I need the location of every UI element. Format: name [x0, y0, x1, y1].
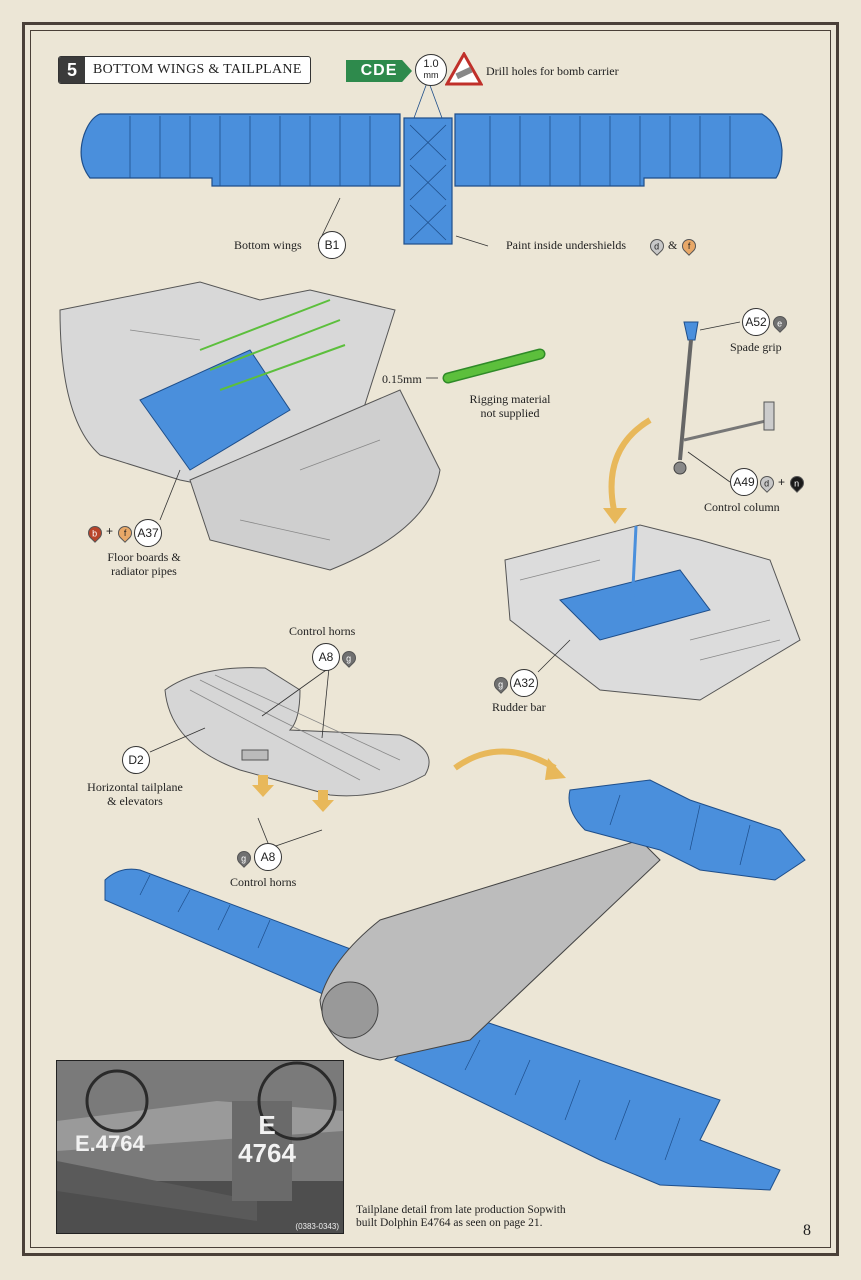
- tailplane-grey-illustration: [149, 667, 430, 849]
- floor-boards-line1: Floor boards &: [107, 550, 181, 564]
- step-title: BOTTOM WINGS & TAILPLANE: [93, 62, 302, 77]
- tailplane-line1: Horizontal tailplane: [87, 780, 183, 794]
- drill-warning-icon: [445, 52, 483, 86]
- control-column-illustration: [673, 321, 775, 483]
- part-d2: D2: [122, 746, 150, 774]
- step-number: 5: [59, 57, 85, 83]
- fuselage-assembly-illustration: [104, 779, 806, 1191]
- paint-inside-label: Paint inside undershields: [506, 238, 626, 252]
- bottom-wings-topview: [80, 79, 783, 247]
- control-column-label: Control column: [704, 500, 780, 514]
- plus-sign: +: [778, 475, 786, 489]
- photo-serial: E 4764: [238, 1110, 296, 1168]
- rigging-rod-icon: [426, 348, 546, 384]
- cockpit-wing-illustration: [504, 524, 801, 701]
- page-number: 8: [803, 1222, 811, 1239]
- tailplane-line2: & elevators: [107, 794, 163, 808]
- drill-size-badge: 1.0 mm: [415, 54, 447, 86]
- control-horns-top-label: Control horns: [289, 624, 356, 638]
- floor-assembly-illustration: [59, 281, 441, 571]
- rigging-note: Rigging material not supplied: [450, 392, 570, 420]
- photo-caption: Tailplane detail from late production So…: [356, 1204, 626, 1230]
- part-b1: B1: [318, 231, 346, 259]
- part-a8-bottom: A8: [254, 843, 282, 871]
- step-header: 5 BOTTOM WINGS & TAILPLANE: [58, 56, 311, 84]
- rigging-size: 0.15mm: [382, 372, 422, 386]
- arrow-icon: [608, 417, 652, 516]
- photo-image: [57, 1061, 343, 1233]
- drill-size-unit: mm: [423, 70, 439, 80]
- floor-boards-line2: radiator pipes: [111, 564, 177, 578]
- caption-line1: Tailplane detail from late production So…: [356, 1204, 566, 1216]
- page-frame-inner: [30, 30, 831, 1248]
- caption-line2: built Dolphin E4764 as seen on page 21.: [356, 1217, 543, 1229]
- arrow-head-icon: [545, 758, 566, 780]
- rigging-note-line2: not supplied: [480, 406, 540, 420]
- part-a52: A52: [742, 308, 770, 336]
- photo-serial-fuselage: E.4764: [75, 1131, 145, 1156]
- part-a32: A32: [510, 669, 538, 697]
- amp-label: &: [668, 238, 678, 252]
- part-a8-top: A8: [312, 643, 340, 671]
- rigging-note-line1: Rigging material: [469, 392, 551, 406]
- rudder-bar-label: Rudder bar: [492, 700, 546, 714]
- spade-grip-label: Spade grip: [730, 340, 782, 354]
- variant-tag: CDE: [346, 60, 412, 82]
- drill-size-value: 1.0: [423, 58, 439, 70]
- part-a37: A37: [134, 519, 162, 547]
- photo-ref: (0383-0343): [295, 1222, 339, 1231]
- drill-instruction: Drill holes for bomb carrier: [486, 64, 619, 78]
- bottom-wings-label: Bottom wings: [234, 238, 302, 252]
- tailplane-label: Horizontal tailplane & elevators: [70, 780, 200, 808]
- reference-photo: E 4764 E.4764 (0383-0343): [56, 1060, 344, 1234]
- control-horns-bottom-label: Control horns: [230, 875, 297, 889]
- floor-boards-label: Floor boards & radiator pipes: [94, 550, 194, 578]
- arrow-head-icon: [603, 508, 627, 524]
- arrow-icon: [453, 748, 557, 771]
- page-frame: [22, 22, 839, 1256]
- plus-sign: +: [106, 524, 114, 538]
- part-a49: A49: [730, 468, 758, 496]
